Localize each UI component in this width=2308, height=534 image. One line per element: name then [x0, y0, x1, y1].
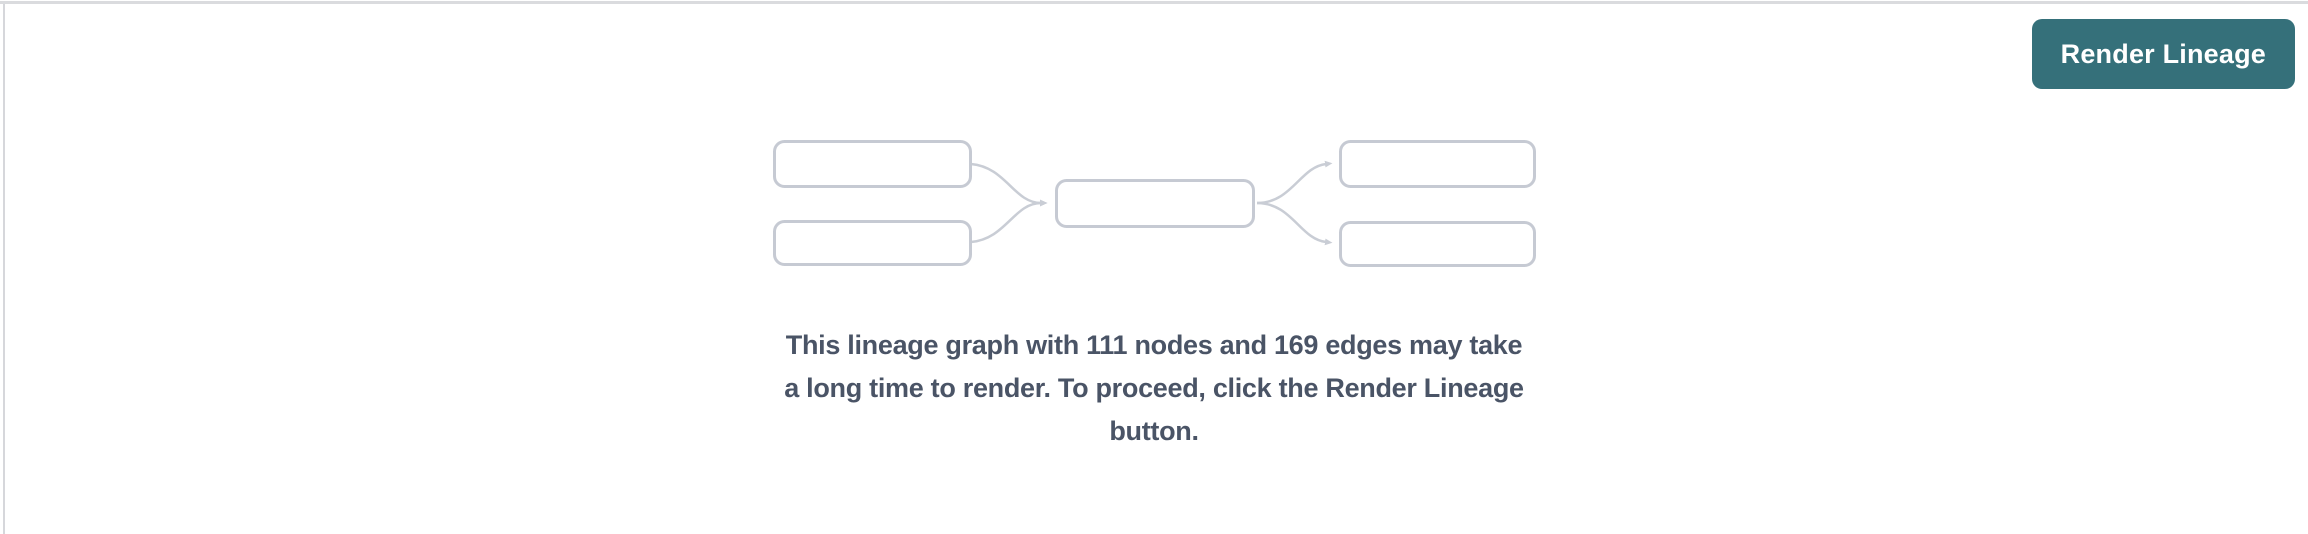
placeholder-edge-right-bottom — [1256, 201, 1333, 246]
placeholder-edge-left-top — [970, 162, 1048, 207]
placeholder-node-right-bottom — [1339, 221, 1536, 267]
placeholder-node-right-top — [1339, 140, 1536, 188]
empty-state-message: This lineage graph with 111 nodes and 16… — [0, 324, 2308, 453]
panel-left-border — [3, 4, 5, 534]
render-lineage-button[interactable]: Render Lineage — [2031, 19, 2295, 89]
placeholder-edge-left-bottom — [970, 199, 1048, 244]
empty-state-message-line: a long time to render. To proceed, click… — [784, 373, 1524, 403]
placeholder-node-left-top — [773, 140, 972, 188]
placeholder-edge-right-top — [1256, 160, 1333, 205]
panel-top-border — [0, 1, 2308, 4]
lineage-graph-placeholder-icon — [773, 140, 1536, 267]
placeholder-node-center — [1055, 179, 1255, 228]
placeholder-node-left-bottom — [773, 220, 972, 266]
empty-state-message-line: button. — [1109, 416, 1199, 446]
empty-state-message-line: This lineage graph with 111 nodes and 16… — [785, 330, 1523, 360]
